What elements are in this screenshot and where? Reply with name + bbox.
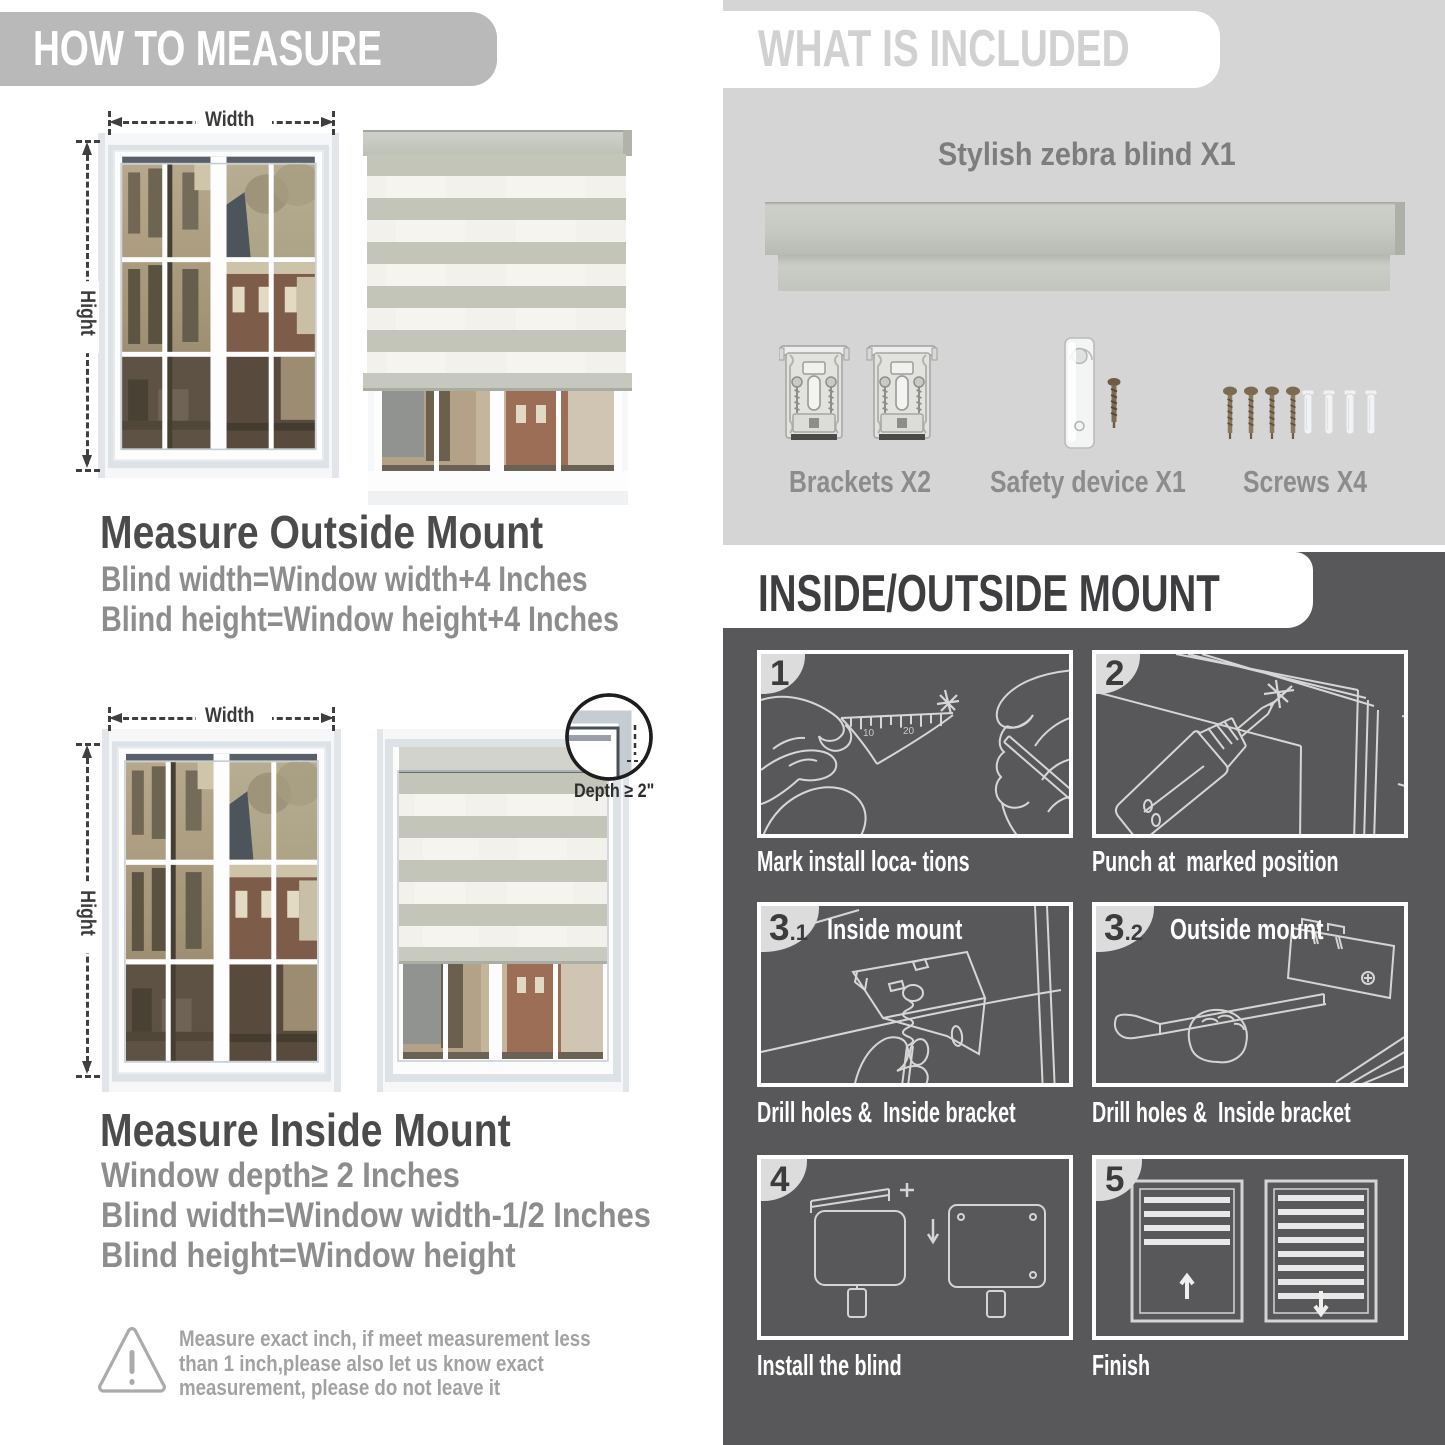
svg-text:10: 10	[863, 728, 875, 739]
svg-text:20: 20	[903, 726, 915, 737]
